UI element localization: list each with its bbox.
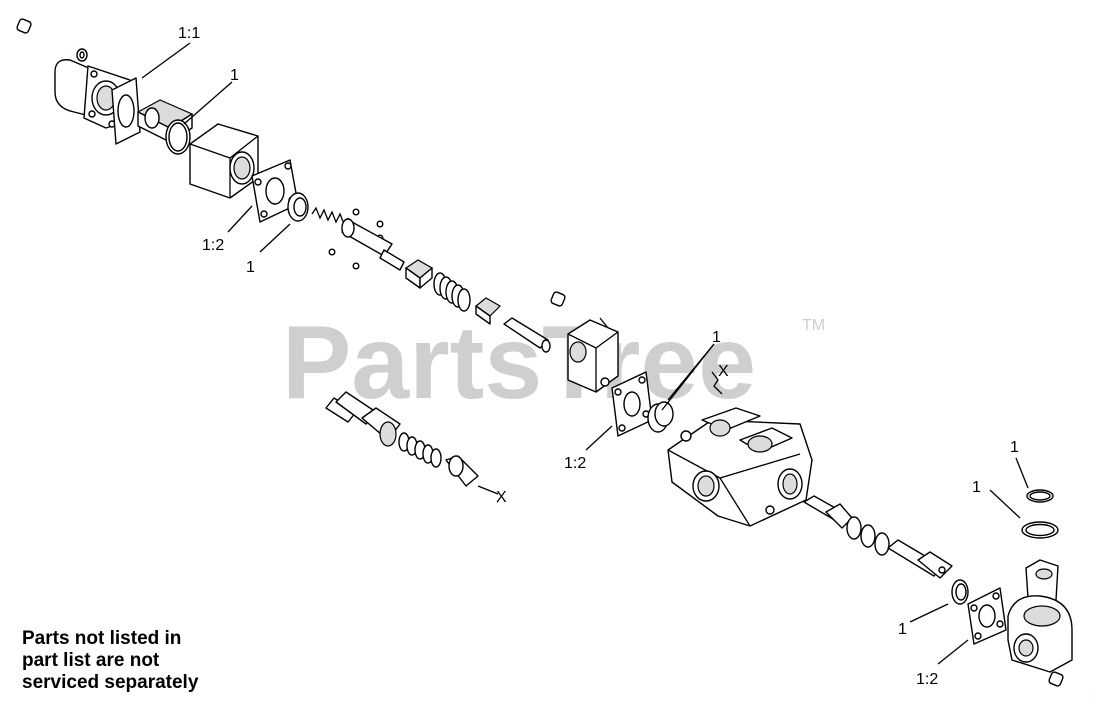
- callout-label: X: [718, 363, 729, 380]
- cap-gasket: [111, 77, 141, 145]
- callout-label: X: [496, 489, 507, 506]
- callout-label: 1:2: [202, 237, 224, 254]
- detent-sleeve: [341, 218, 405, 271]
- callout-label: 1:1: [178, 25, 200, 42]
- service-note-line: part list are not: [22, 650, 160, 671]
- service-note-line: Parts not listed in: [22, 628, 182, 649]
- callout-label: 1: [898, 621, 907, 638]
- cap-washer: [76, 48, 88, 62]
- callout-label: 1:2: [564, 455, 586, 472]
- handle-bracket: [1007, 559, 1073, 673]
- callout-label: 1:2: [916, 671, 938, 688]
- spool-end: [503, 317, 551, 353]
- cap-screw-mid: [550, 291, 613, 343]
- spool-housing-block: [189, 123, 259, 199]
- handle-gasket: [967, 587, 1007, 645]
- callout-label: 1: [246, 259, 255, 276]
- callout-label: 1: [230, 67, 239, 84]
- block-gasket: [611, 371, 653, 437]
- relief-cartridge: [325, 391, 499, 495]
- valve-body: [667, 407, 813, 527]
- spring-seat-upper: [404, 259, 434, 289]
- end-block: [567, 319, 619, 393]
- watermark-trademark: TM: [802, 317, 825, 334]
- end-cap: [54, 59, 137, 129]
- service-note-line: serviced separately: [22, 672, 199, 693]
- block-o-ring: [647, 401, 674, 433]
- cap-bolt: [16, 18, 73, 50]
- cap-o-ring: [165, 119, 191, 155]
- housing-gasket: [251, 159, 299, 223]
- spring-seat-lower: [475, 297, 501, 325]
- callout-label: 1: [972, 479, 981, 496]
- centering-spring: [433, 272, 471, 312]
- retainer-washer: [287, 192, 309, 222]
- main-spool: [803, 495, 953, 579]
- leader-lines: [141, 42, 1029, 665]
- service-note: Parts not listed in part list are not se…: [22, 628, 198, 694]
- handle-o-rings: [1021, 489, 1059, 539]
- handle-screw: [1048, 671, 1095, 698]
- spool-seal-ring: [951, 579, 969, 605]
- callout-label: 1: [712, 329, 721, 346]
- callout-label: 1: [1010, 439, 1019, 456]
- detent-spring-small: [311, 206, 349, 226]
